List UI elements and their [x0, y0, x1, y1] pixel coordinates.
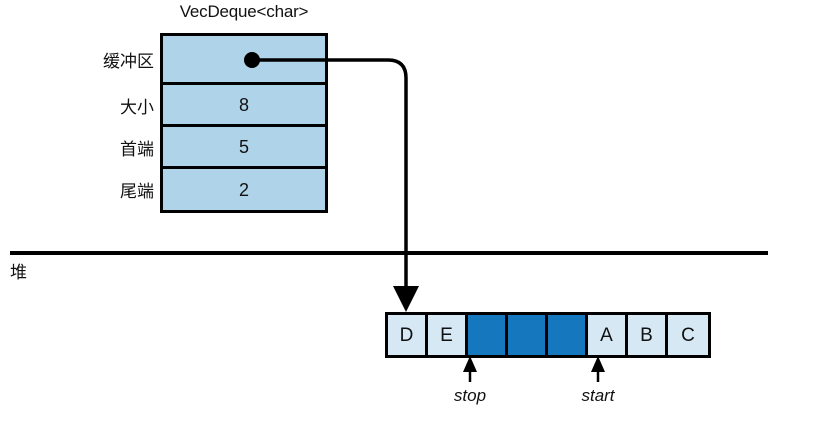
pointer-arrowhead — [393, 286, 419, 312]
struct-row-tail: 2 — [163, 169, 325, 210]
array-cell-value-1: E — [440, 324, 453, 346]
array-cell-value-0: D — [399, 324, 414, 346]
stop-marker-label: stop — [453, 386, 487, 405]
struct-value-tail: 2 — [238, 179, 249, 200]
struct-row-buffer — [163, 36, 325, 85]
array-cell-2 — [468, 315, 508, 355]
array-cell-5: A — [588, 315, 628, 355]
array-cell-3 — [508, 315, 548, 355]
array-cell-value-7: C — [681, 324, 695, 346]
struct-row-head: 5 — [163, 127, 325, 169]
array-cell-7: C — [668, 315, 708, 355]
struct-value-size: 8 — [238, 94, 249, 115]
struct-field-labels: 缓冲区 大小 首端 尾端 — [30, 33, 154, 213]
struct-box: 8 5 2 — [160, 33, 328, 213]
heap-buffer-array: D E A B C — [385, 312, 711, 358]
start-marker-label: start — [581, 386, 615, 405]
heap-divider-line — [10, 251, 768, 255]
array-cell-6: B — [628, 315, 668, 355]
field-label-size: 大小 — [120, 98, 154, 117]
array-cell-value-6: B — [640, 324, 653, 346]
array-cell-4 — [548, 315, 588, 355]
heap-label: 堆 — [10, 263, 27, 282]
stop-marker-arrowhead — [463, 356, 477, 372]
field-label-head: 首端 — [120, 140, 154, 159]
struct-value-head: 5 — [238, 136, 249, 157]
struct-title: VecDeque<char> — [179, 2, 309, 21]
struct-row-size: 8 — [163, 85, 325, 127]
array-cell-value-5: A — [600, 324, 613, 346]
array-cell-1: E — [428, 315, 468, 355]
start-marker-arrowhead — [591, 356, 605, 372]
array-cell-0: D — [388, 315, 428, 355]
field-label-tail: 尾端 — [120, 182, 154, 201]
field-label-buffer: 缓冲区 — [103, 52, 154, 71]
